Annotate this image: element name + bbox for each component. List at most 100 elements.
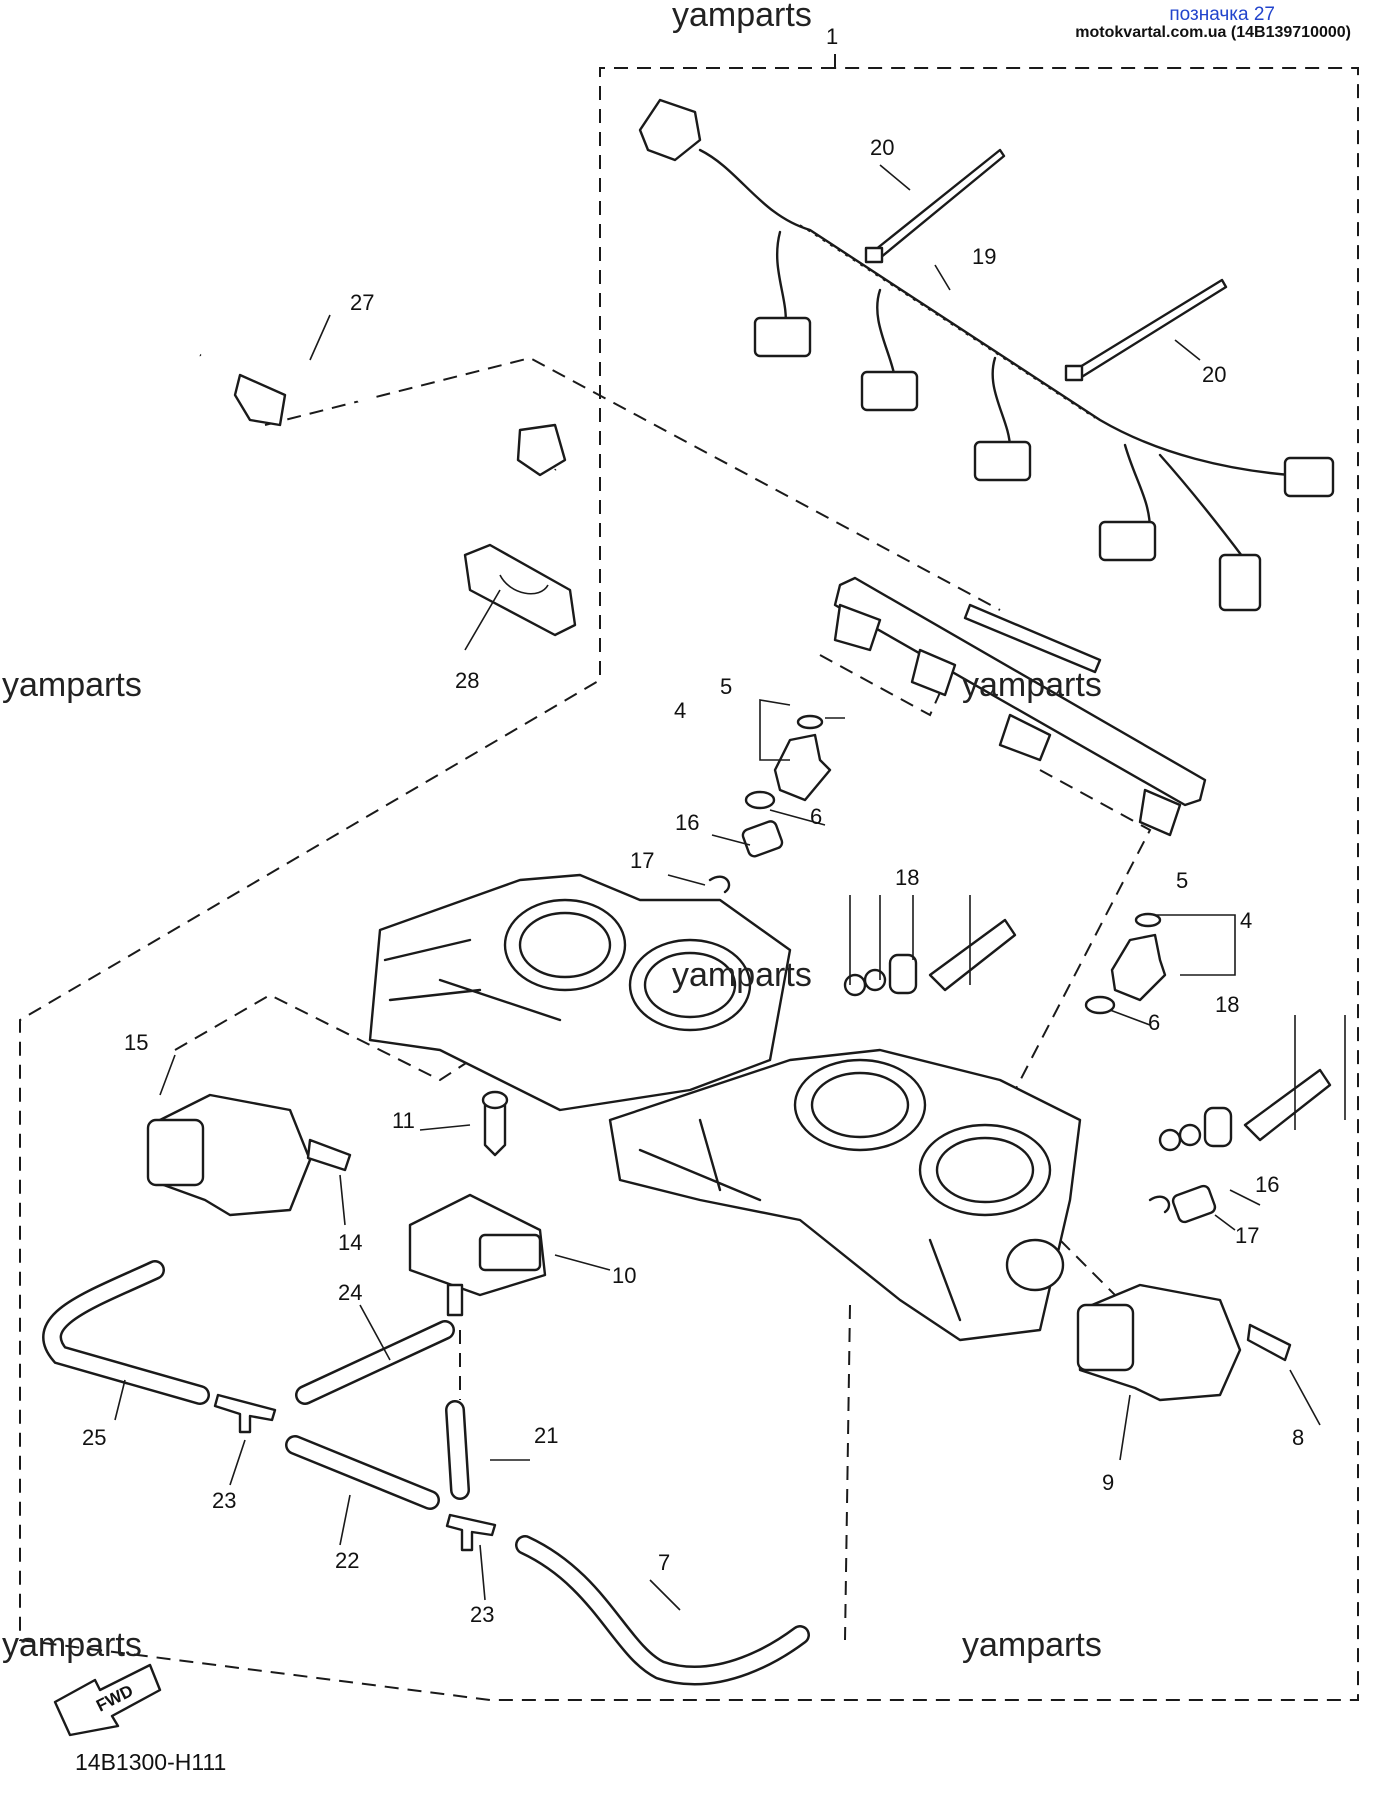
throttle-position-sensor-left bbox=[146, 1093, 352, 1217]
fuel-rail-bracket-2 bbox=[910, 648, 957, 697]
injector-link-right bbox=[1009, 769, 1152, 1101]
washer bbox=[863, 968, 887, 992]
forward-arrow-icon: FWD bbox=[53, 1663, 162, 1737]
callout: 18 bbox=[1215, 992, 1239, 1017]
throttle-position-sensor-right bbox=[1076, 1283, 1292, 1402]
cable-tie-upper bbox=[873, 148, 1006, 260]
hose-7-link bbox=[844, 1304, 851, 1641]
callout: 15 bbox=[124, 1030, 148, 1055]
throttle-body-right bbox=[608, 1048, 1082, 1342]
header-link[interactable]: позначка 27 bbox=[1169, 4, 1275, 25]
callout: 16 bbox=[1255, 1172, 1279, 1197]
wire-harness bbox=[638, 98, 1335, 612]
callout: 28 bbox=[455, 668, 479, 693]
callout: 23 bbox=[470, 1602, 494, 1627]
fuel-rail-bracket-4 bbox=[1138, 788, 1182, 837]
callout: 17 bbox=[630, 848, 654, 873]
cap-16 bbox=[1171, 1184, 1217, 1224]
watermark: yamparts bbox=[962, 1626, 1102, 1664]
harness-plug-6 bbox=[1283, 456, 1335, 498]
callout: 25 bbox=[82, 1425, 106, 1450]
throttle-body-left bbox=[368, 873, 792, 1112]
cap-16 bbox=[741, 820, 784, 858]
washer bbox=[1158, 1128, 1182, 1152]
callout: 20 bbox=[870, 135, 894, 160]
harness-plug-5 bbox=[1218, 553, 1262, 612]
fuel-hose-link bbox=[264, 356, 1001, 611]
callout: 14 bbox=[338, 1230, 362, 1255]
injector-body bbox=[1110, 933, 1167, 1002]
throttle-body-housing bbox=[608, 1048, 1082, 1342]
callout: 4 bbox=[1240, 908, 1252, 933]
reference-code: 14B1300-H111 bbox=[75, 1749, 226, 1775]
callout: 23 bbox=[212, 1488, 236, 1513]
watermark: yamparts bbox=[2, 1626, 142, 1664]
callout: 11 bbox=[392, 1108, 415, 1133]
callout: 6 bbox=[1148, 1010, 1160, 1035]
sensor-connector bbox=[478, 1233, 542, 1272]
fuel-hose bbox=[171, 323, 567, 518]
t-joint-23-upper bbox=[213, 1393, 277, 1434]
callout: 24 bbox=[338, 1280, 362, 1305]
fuel-rail-tube bbox=[833, 576, 1207, 807]
harness-plug-3 bbox=[973, 440, 1032, 482]
callout: 10 bbox=[612, 1263, 636, 1288]
callout: 27 bbox=[350, 290, 374, 315]
fuel-rail-crossover bbox=[963, 603, 1102, 674]
callout: 9 bbox=[1102, 1470, 1114, 1495]
harness-plug-1 bbox=[753, 316, 812, 358]
fuel-hose-end-connector bbox=[516, 423, 567, 477]
sensor-nipple bbox=[446, 1283, 464, 1317]
callout: 8 bbox=[1292, 1425, 1304, 1450]
callout: 20 bbox=[1202, 362, 1226, 387]
clip-17 bbox=[1148, 1195, 1171, 1214]
injector-body bbox=[773, 733, 832, 802]
callout: 5 bbox=[720, 674, 732, 699]
fittings-upper bbox=[708, 820, 1017, 997]
sensor-screw-8 bbox=[1246, 1323, 1292, 1362]
sensor-screw-14 bbox=[306, 1138, 352, 1172]
fuel-rail-bracket-1 bbox=[833, 603, 882, 652]
callout: 1 bbox=[826, 24, 838, 49]
callout: 5 bbox=[1176, 868, 1188, 893]
fuel-hose-quick-connector bbox=[233, 373, 287, 427]
injector-seal bbox=[744, 790, 776, 810]
callout: 6 bbox=[810, 804, 822, 829]
header-site: motokvartal.com.ua (14B139710000) bbox=[1075, 24, 1351, 41]
injector-link-left bbox=[819, 654, 951, 717]
pin bbox=[928, 918, 1017, 992]
harness-connector-main bbox=[638, 98, 702, 162]
callout: 7 bbox=[658, 1550, 670, 1575]
injector-right bbox=[1084, 912, 1167, 1015]
injector-seal bbox=[1084, 995, 1116, 1015]
spring bbox=[1203, 1106, 1233, 1148]
callout: 18 bbox=[895, 865, 919, 890]
fittings-lower bbox=[1148, 1068, 1332, 1224]
washer bbox=[1178, 1123, 1202, 1147]
fuel-rail bbox=[833, 576, 1207, 837]
leader-lines bbox=[114, 164, 1346, 1611]
watermark: yamparts bbox=[2, 666, 142, 704]
cable-tie-lower-head bbox=[1064, 364, 1084, 382]
fuel-rail-bracket-3 bbox=[998, 713, 1052, 762]
pin bbox=[1243, 1068, 1332, 1142]
sensor-connector bbox=[1076, 1303, 1135, 1372]
watermark: yamparts bbox=[672, 0, 812, 34]
hose-clip-body bbox=[463, 543, 577, 637]
injector-o-ring bbox=[796, 714, 824, 730]
callout: 19 bbox=[972, 244, 996, 269]
callout: 17 bbox=[1235, 1223, 1259, 1248]
tps-boss bbox=[1005, 1238, 1065, 1292]
sensor-connector bbox=[146, 1118, 205, 1187]
callout: 16 bbox=[675, 810, 699, 835]
hose-clip bbox=[463, 543, 577, 637]
tps-link-right bbox=[1059, 1239, 1121, 1301]
washer bbox=[843, 973, 867, 997]
cable-ties bbox=[864, 148, 1228, 382]
injector-left bbox=[744, 714, 832, 810]
callout: 4 bbox=[674, 698, 686, 723]
cable-tie-upper-head bbox=[864, 246, 884, 264]
group-outline bbox=[19, 52, 1359, 1701]
watermarks: yamparts yamparts yamparts yamparts yamp… bbox=[2, 0, 1102, 1664]
